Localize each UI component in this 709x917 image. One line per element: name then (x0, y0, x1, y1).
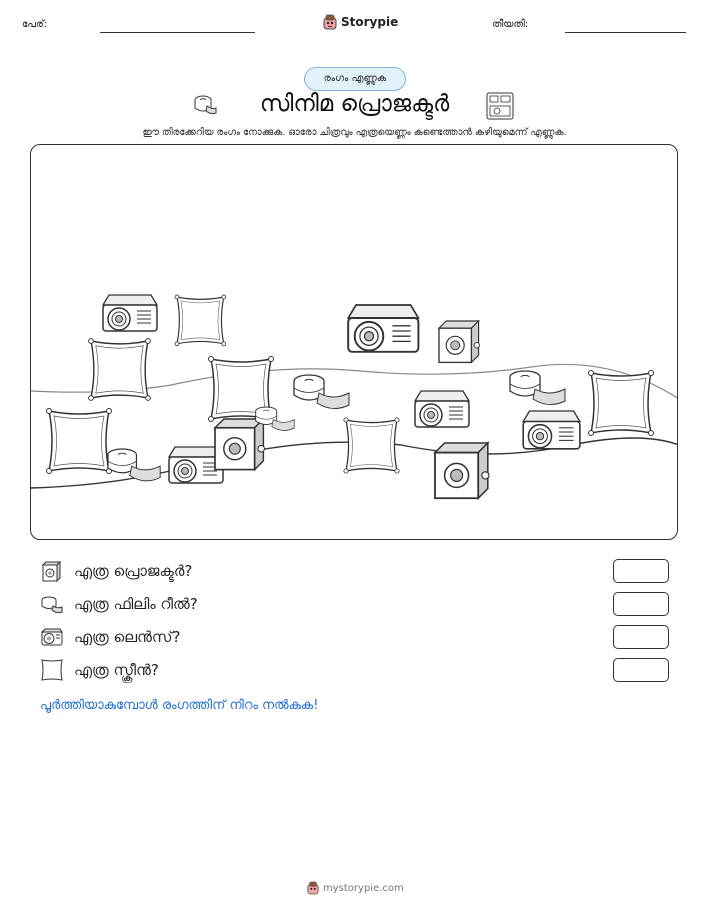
projector-icon (41, 560, 62, 583)
storypie-mascot-icon (307, 881, 319, 895)
coloring-instruction: പൂർത്തിയാകുമ്പോൾ രംഗത്തിന് നിറം നൽകുക! (40, 698, 319, 713)
date-field-line[interactable] (565, 32, 686, 33)
scene-illustration (31, 294, 677, 500)
screen-icon (41, 659, 63, 681)
screen-projector-icon (486, 92, 514, 120)
projector-3 (414, 390, 470, 428)
question-text: എത്ര ലെൻസ്? (74, 628, 181, 646)
brand-name: Storypie (341, 15, 399, 29)
film-reel-icon (194, 95, 217, 115)
film-reel-3 (107, 448, 161, 482)
box-projector-3 (434, 442, 490, 500)
question-text: എത്ര പ്രൊജക്ടർ? (74, 562, 193, 580)
question-lens: എത്ര ലെൻസ്? (40, 625, 180, 649)
box-projector-1 (438, 320, 481, 364)
projector-1 (102, 294, 158, 332)
screen-3 (45, 407, 113, 475)
screen-5 (343, 417, 400, 474)
screen-1 (87, 337, 152, 402)
question-projector: എത്ര പ്രൊജക്ടർ? (40, 559, 192, 583)
question-screen: എത്ര സ്ക്രീൻ? (40, 658, 159, 682)
answer-box-screen[interactable] (613, 658, 669, 682)
answer-box-lens[interactable] (613, 625, 669, 649)
film-reel-1 (293, 374, 350, 410)
screen-2 (174, 294, 227, 347)
box-projector-2 (214, 418, 266, 471)
question-text: എത്ര ഫിലിം റീൽ? (74, 595, 198, 613)
name-label: പേര്: (22, 19, 48, 30)
footer-brand: mystorypie.com (307, 881, 404, 895)
screen-6 (587, 369, 655, 437)
counting-scene (30, 144, 678, 540)
answer-box-film-reel[interactable] (613, 592, 669, 616)
storypie-mascot-icon (323, 14, 337, 30)
date-label: തീയതി: (492, 19, 529, 30)
storypie-logo: Storypie (323, 14, 398, 30)
film-reel-2 (509, 370, 566, 406)
projector-2 (347, 304, 420, 353)
question-text: എത്ര സ്ക്രീൻ? (74, 661, 159, 679)
instructions: ഈ തിരക്കേറിയ രംഗം നോക്കുക. ഓരോ ചിത്രവും … (142, 127, 567, 138)
projector-5 (522, 410, 581, 450)
footer-site[interactable]: mystorypie.com (323, 882, 404, 894)
answer-box-projector[interactable] (613, 559, 669, 583)
page-title: സിനിമ പ്രൊജക്ടർ (259, 91, 450, 117)
name-field-line[interactable] (100, 32, 255, 33)
question-film-reel: എത്ര ഫിലിം റീൽ? (40, 592, 198, 616)
film-reel-icon (41, 596, 63, 614)
lens-icon (40, 628, 63, 646)
activity-badge: രംഗം എണ്ണുക (304, 67, 406, 91)
